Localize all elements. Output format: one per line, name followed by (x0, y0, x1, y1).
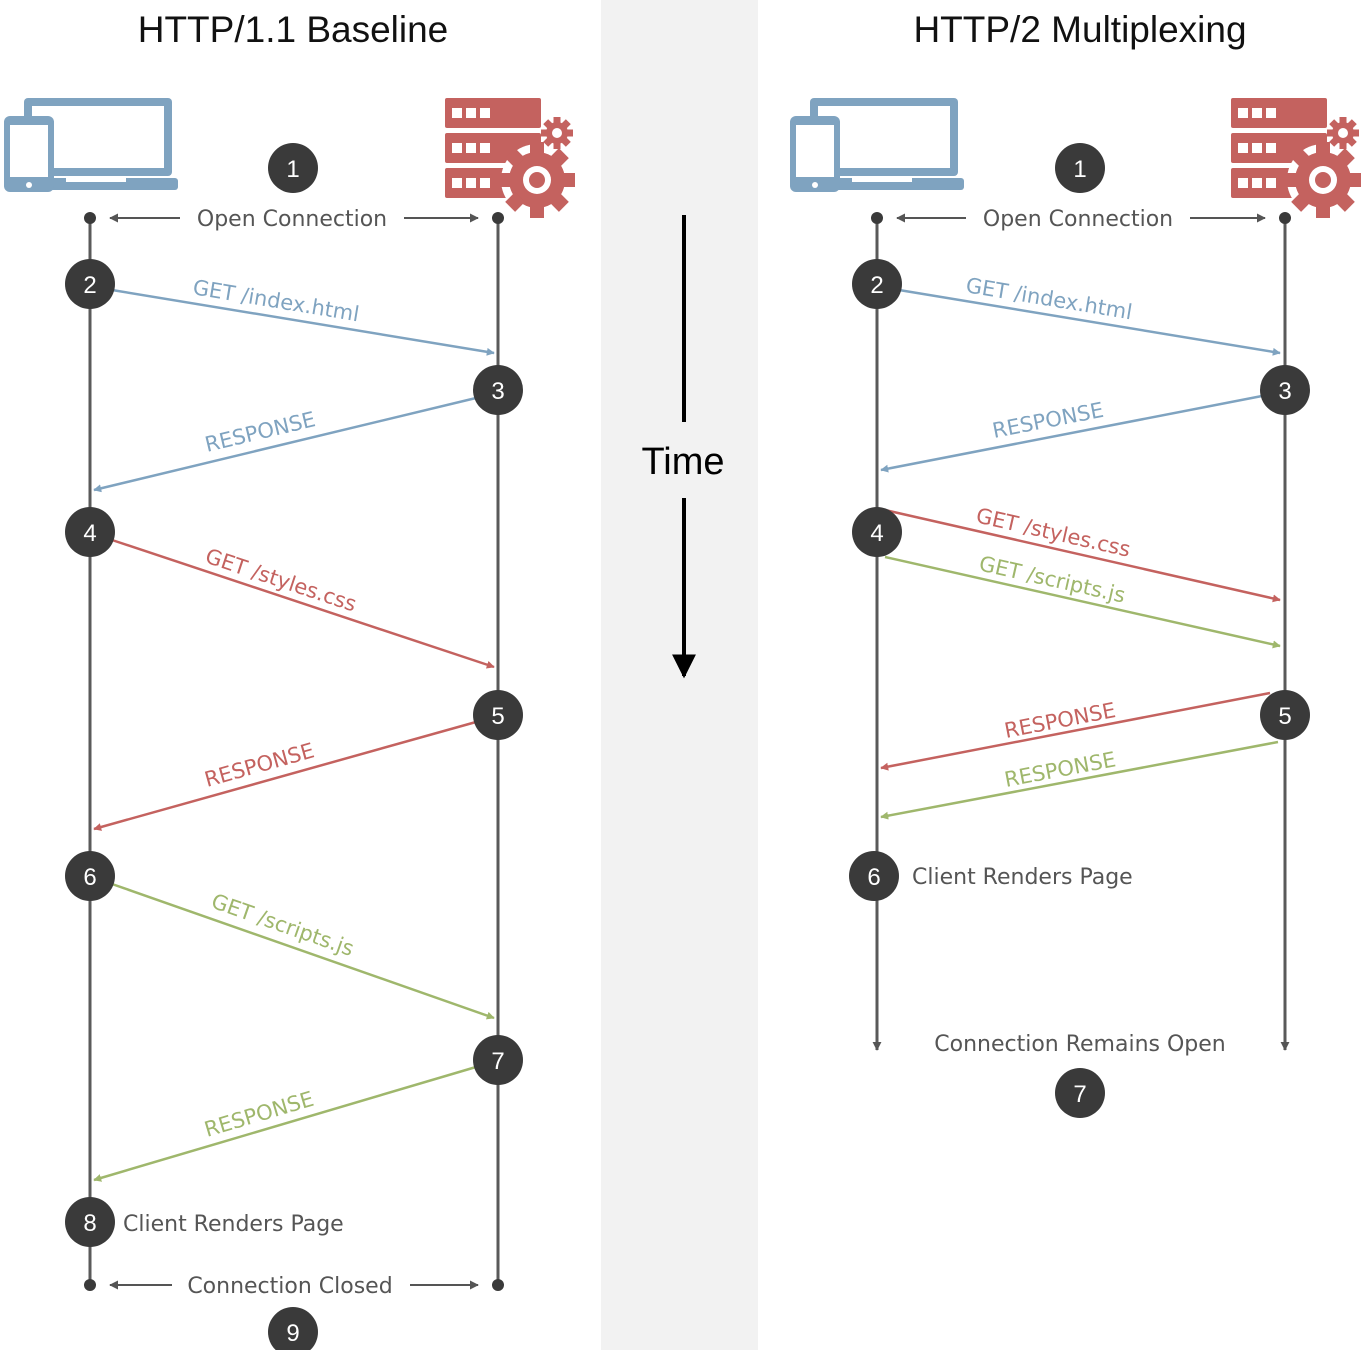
message-label: RESPONSE (1002, 698, 1117, 743)
devices-icon (4, 98, 178, 192)
open-connection-label: Open Connection (983, 207, 1173, 232)
client-renders-label: Client Renders Page (123, 1212, 344, 1237)
message-label: GET /styles.css (202, 544, 359, 616)
step-badge: 3 (473, 365, 523, 415)
message-label: RESPONSE (990, 398, 1105, 443)
step-badge: 8 (65, 1197, 115, 1247)
svg-text:2: 2 (870, 272, 883, 299)
request-arrow (884, 555, 1281, 649)
response-arrow (880, 740, 1279, 820)
svg-text:1: 1 (286, 156, 299, 183)
step-badge: 1 (1055, 143, 1105, 193)
svg-text:3: 3 (491, 378, 504, 405)
message-label: GET /index.html (964, 273, 1134, 324)
svg-text:6: 6 (83, 864, 96, 891)
request-arrow (884, 508, 1281, 603)
response-arrow (880, 394, 1263, 473)
http2-title: HTTP/2 Multiplexing (913, 9, 1246, 50)
step-badge: 7 (473, 1035, 523, 1085)
request-arrow (111, 882, 495, 1020)
step-badge: 1 (268, 143, 318, 193)
server-gear-icon (1231, 98, 1361, 218)
message-label: RESPONSE (202, 1087, 317, 1142)
svg-text:4: 4 (870, 520, 883, 547)
timeline-dot (84, 1279, 96, 1291)
svg-text:8: 8 (83, 1210, 96, 1237)
http11-panel: HTTP/1.1 Baseline Open Connection GET /i… (4, 9, 575, 1350)
http11-title: HTTP/1.1 Baseline (138, 9, 449, 50)
connection-open-label: Connection Remains Open (934, 1032, 1226, 1057)
time-axis: Time (641, 215, 725, 679)
step-badge: 9 (268, 1307, 318, 1350)
timeline-dot (871, 212, 883, 224)
time-label: Time (641, 441, 724, 483)
timeline-dot (492, 212, 504, 224)
message-label: GET /index.html (191, 275, 361, 326)
devices-icon (790, 98, 964, 192)
svg-text:6: 6 (867, 864, 880, 891)
svg-text:7: 7 (1073, 1081, 1086, 1108)
step-badge: 2 (852, 259, 902, 309)
timeline-dot (84, 212, 96, 224)
step-badge: 6 (65, 851, 115, 901)
svg-text:5: 5 (1278, 703, 1291, 730)
request-arrow (898, 288, 1281, 356)
response-arrow (93, 396, 477, 493)
response-arrow (880, 691, 1271, 771)
step-badge: 3 (1260, 365, 1310, 415)
http2-panel: HTTP/2 Multiplexing Open Connection GET … (790, 9, 1361, 1118)
svg-text:5: 5 (491, 703, 504, 730)
connection-closed-label: Connection Closed (187, 1274, 392, 1299)
message-label: RESPONSE (1002, 747, 1117, 792)
svg-text:3: 3 (1278, 378, 1291, 405)
server-gear-icon (445, 98, 575, 218)
open-connection-label: Open Connection (197, 207, 387, 232)
step-badge: 4 (852, 507, 902, 557)
svg-text:9: 9 (286, 1320, 299, 1347)
message-label: GET /styles.css (974, 503, 1133, 561)
svg-text:7: 7 (491, 1048, 504, 1075)
step-badge: 5 (473, 690, 523, 740)
response-arrow (93, 720, 477, 831)
svg-text:2: 2 (83, 272, 96, 299)
request-arrow (111, 288, 495, 356)
step-badge: 2 (65, 259, 115, 309)
request-arrow (111, 538, 495, 669)
step-badge: 6 (849, 851, 899, 901)
step-badge: 7 (1055, 1068, 1105, 1118)
svg-text:1: 1 (1073, 156, 1086, 183)
step-badge: 5 (1260, 690, 1310, 740)
client-renders-label: Client Renders Page (912, 865, 1133, 890)
timeline-dot (492, 1279, 504, 1291)
timeline-dot (1279, 212, 1291, 224)
svg-text:4: 4 (83, 520, 96, 547)
response-arrow (93, 1065, 477, 1182)
step-badge: 4 (65, 507, 115, 557)
